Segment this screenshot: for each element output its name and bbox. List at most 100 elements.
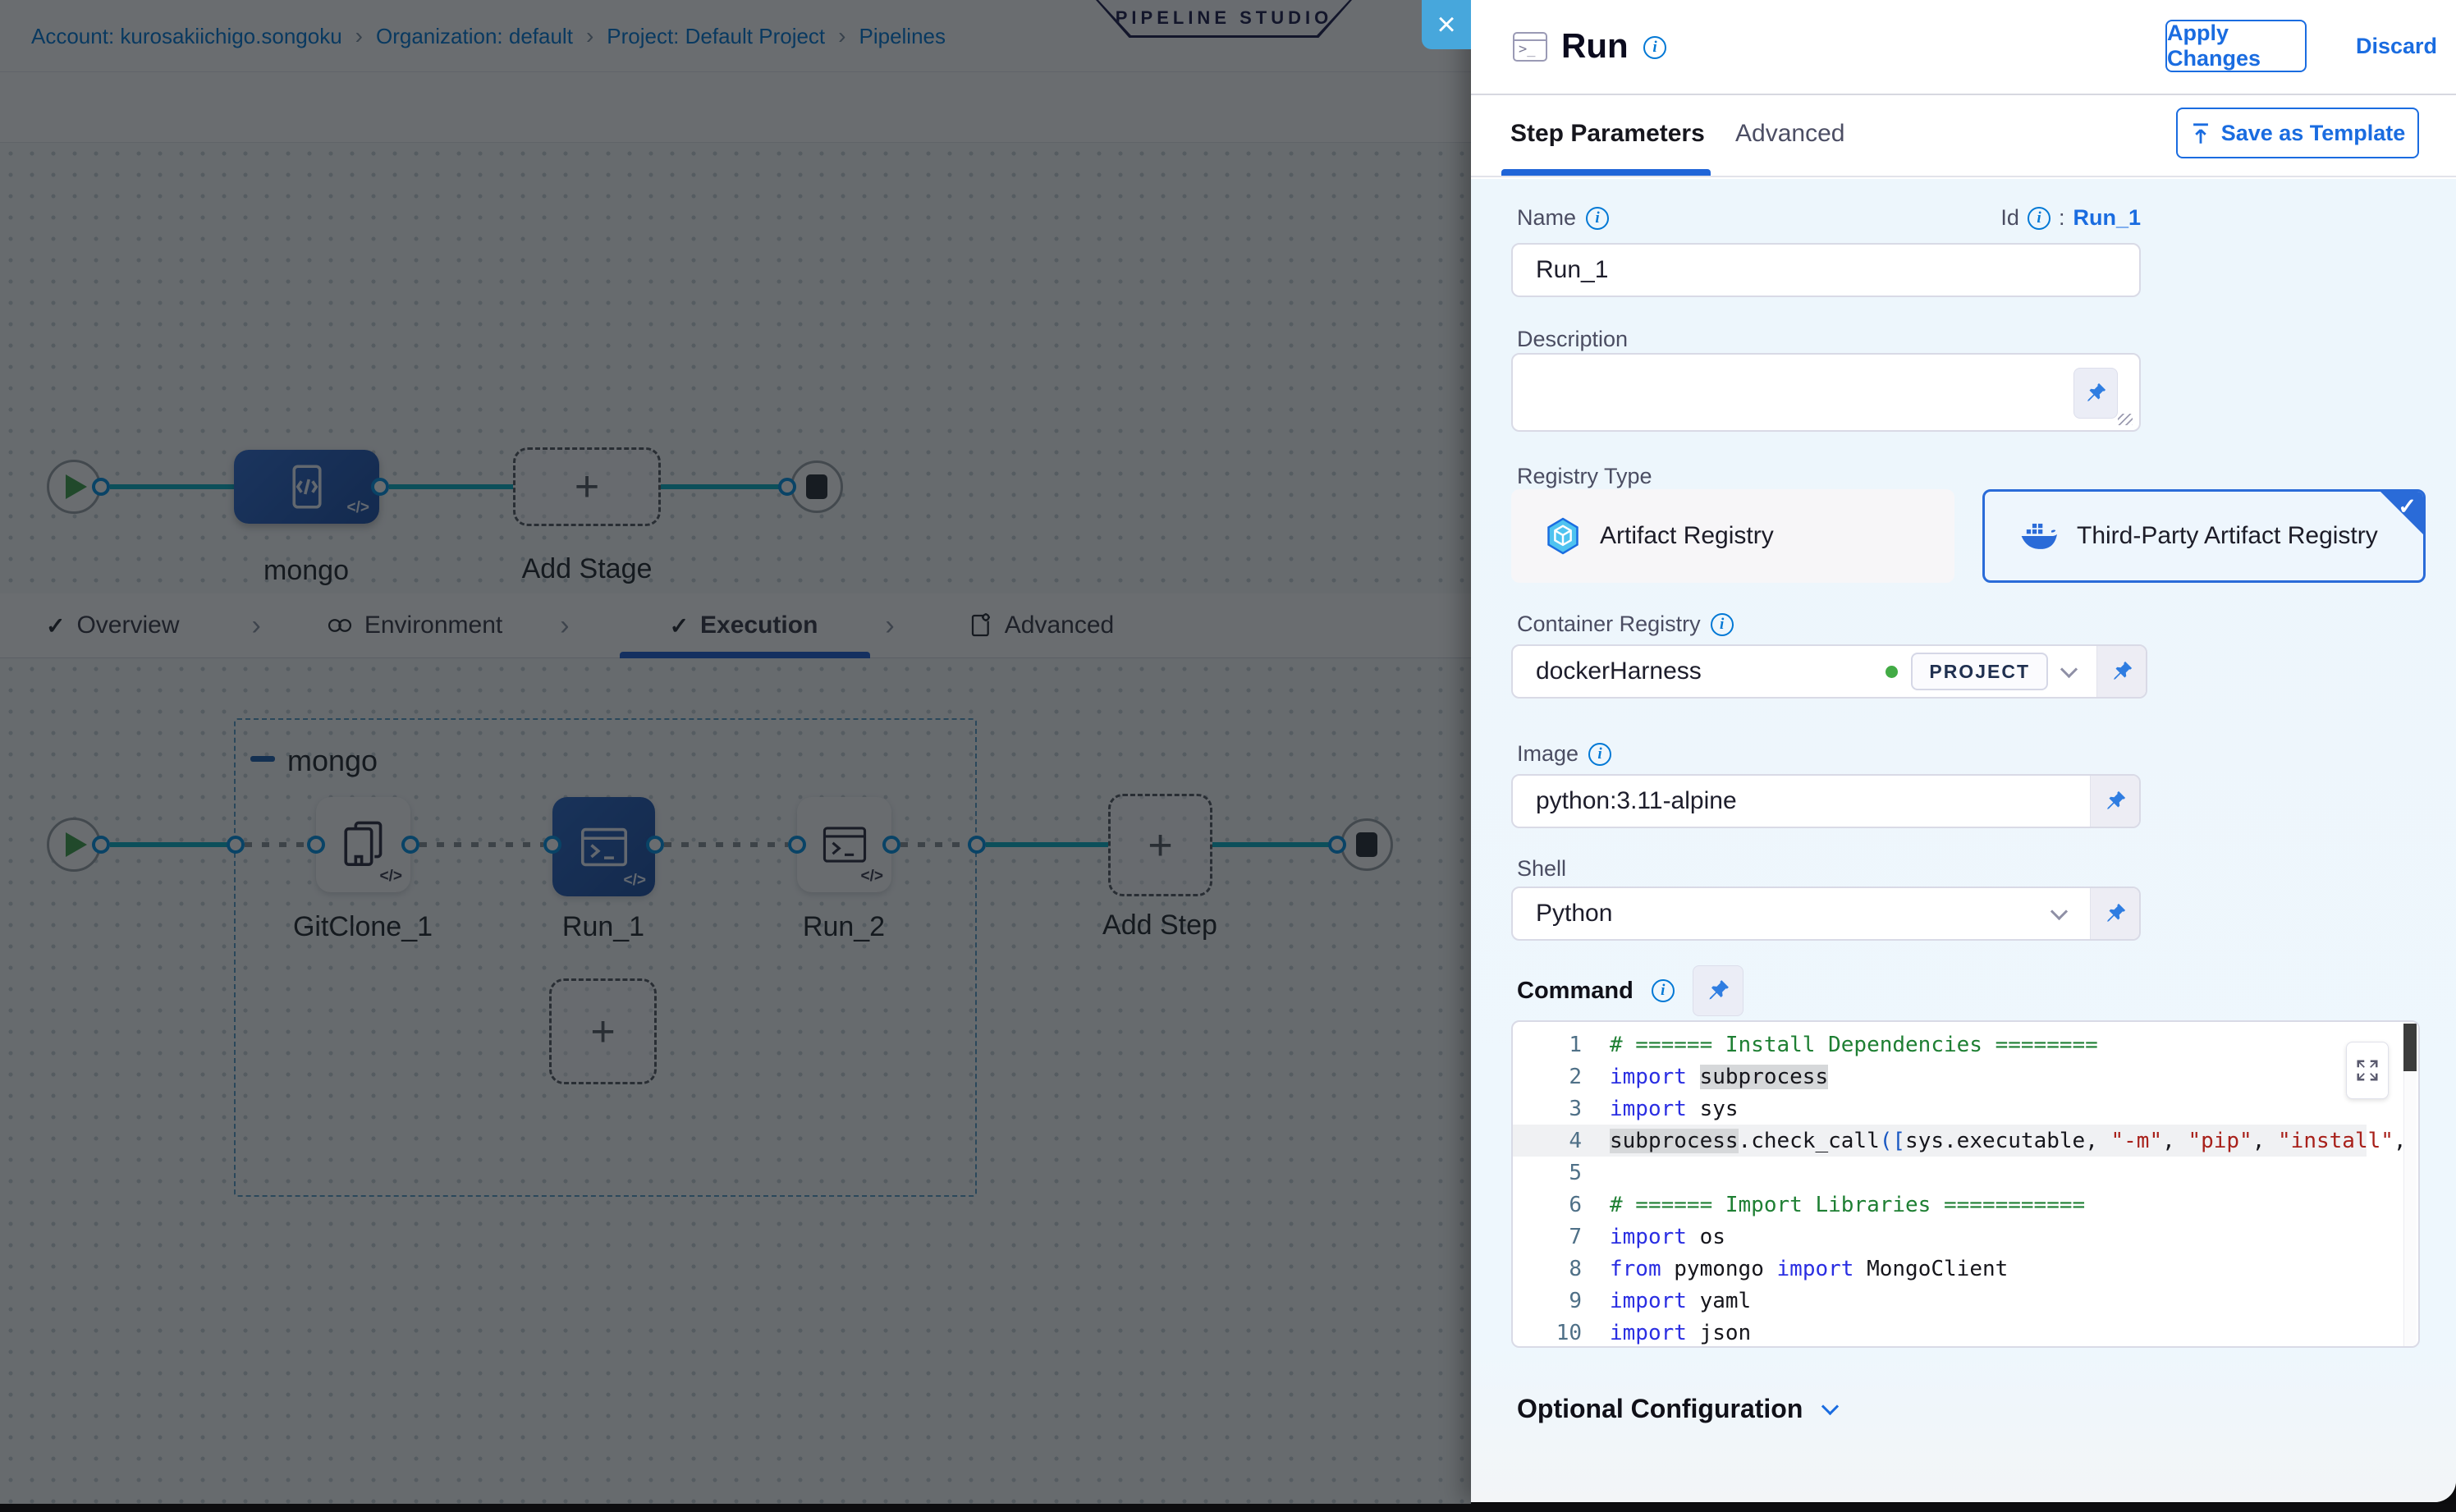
pin-icon — [2110, 659, 2134, 684]
discard-button[interactable]: Discard — [2356, 20, 2437, 72]
artifact-registry-icon — [1546, 517, 1580, 555]
description-label: Description — [1517, 327, 1628, 352]
optional-configuration-toggle[interactable]: Optional Configuration — [1517, 1394, 1836, 1424]
pin-input-type-button[interactable] — [2096, 646, 2146, 697]
step-id-row: Id i : Run_1 — [1471, 205, 2141, 231]
line-number: 6 — [1513, 1193, 1610, 1217]
code-line[interactable]: 7import os — [1513, 1221, 2367, 1253]
command-code[interactable]: 1# ====== Install Dependencies ========2… — [1513, 1029, 2367, 1348]
name-input[interactable]: Run_1 — [1511, 243, 2141, 297]
info-icon[interactable]: i — [1711, 613, 1734, 636]
line-number: 9 — [1513, 1289, 1610, 1313]
line-number: 3 — [1513, 1097, 1610, 1121]
registry-option-label: Artifact Registry — [1600, 522, 1774, 550]
pin-input-type-button[interactable] — [2090, 776, 2139, 827]
code-line[interactable]: 2import subprocess — [1513, 1061, 2367, 1093]
line-number: 10 — [1513, 1321, 1610, 1345]
info-icon[interactable]: i — [2028, 207, 2050, 230]
line-number: 7 — [1513, 1225, 1610, 1249]
command-label-row: Command i — [1517, 965, 1743, 1016]
pin-icon — [2103, 789, 2128, 813]
connectivity-status-dot — [1886, 666, 1898, 678]
id-label: Id — [2000, 205, 2019, 231]
pin-icon — [1705, 978, 1731, 1004]
tab-step-parameters[interactable]: Step Parameters — [1510, 120, 1705, 148]
code-line[interactable]: 10import json — [1513, 1317, 2367, 1348]
registry-option-artifact[interactable]: Artifact Registry — [1511, 489, 1954, 583]
registry-type-label: Registry Type — [1517, 464, 1652, 489]
shell-select[interactable]: Python — [1511, 887, 2141, 941]
expand-icon — [2355, 1058, 2380, 1083]
registry-option-label: Third-Party Artifact Registry — [2077, 522, 2378, 550]
scope-badge: PROJECT — [1911, 653, 2048, 690]
modal-dim-overlay[interactable] — [0, 0, 1471, 1504]
chevron-down-icon[interactable] — [2050, 902, 2068, 919]
save-as-template-label: Save as Template — [2221, 121, 2406, 146]
upload-icon — [2190, 121, 2211, 144]
id-separator: : — [2059, 205, 2065, 231]
command-code-editor[interactable]: 1# ====== Install Dependencies ========2… — [1511, 1020, 2420, 1348]
info-icon[interactable]: i — [1652, 979, 1675, 1002]
drawer-tabs-row: Step Parameters Advanced Save as Templat… — [1471, 95, 2456, 177]
code-line[interactable]: 6# ====== Import Libraries =========== — [1513, 1189, 2367, 1221]
container-registry-label: Container Registry i — [1517, 612, 1734, 637]
image-label-text: Image — [1517, 741, 1579, 767]
drawer-header: >_ Run i Apply Changes Discard — [1471, 0, 2456, 95]
close-icon: × — [1436, 7, 1455, 44]
drawer-form: Name i Id i : Run_1 Run_1 Description — [1471, 179, 2456, 1502]
pin-input-type-button[interactable] — [1693, 965, 1743, 1016]
chevron-down-icon — [1821, 1398, 1839, 1415]
image-input[interactable]: python:3.11-alpine — [1511, 774, 2141, 828]
pin-input-type-button[interactable] — [2073, 368, 2118, 419]
container-registry-label-text: Container Registry — [1517, 612, 1701, 637]
bottom-edge — [0, 1504, 2456, 1512]
chevron-down-icon[interactable] — [2060, 660, 2078, 677]
info-icon[interactable]: i — [1588, 743, 1611, 766]
check-icon: ✓ — [2398, 494, 2417, 520]
container-registry-select[interactable]: dockerHarness PROJECT — [1511, 644, 2147, 699]
close-drawer-button[interactable]: × — [1422, 0, 1471, 49]
editor-scrollbar[interactable] — [2403, 1024, 2417, 1348]
id-value: Run_1 — [2073, 205, 2141, 231]
discard-label: Discard — [2356, 34, 2437, 59]
description-textarea[interactable] — [1511, 353, 2141, 432]
line-number: 5 — [1513, 1161, 1610, 1185]
optional-configuration-label: Optional Configuration — [1517, 1394, 1803, 1424]
description-label-text: Description — [1517, 327, 1628, 352]
code-line[interactable]: 5 — [1513, 1157, 2367, 1189]
line-number: 8 — [1513, 1257, 1610, 1281]
pin-input-type-button[interactable] — [2090, 888, 2139, 939]
registry-type-label-text: Registry Type — [1517, 464, 1652, 489]
active-tab-underline — [1501, 169, 1711, 176]
apply-changes-button[interactable]: Apply Changes — [2165, 20, 2307, 72]
scrollbar-thumb[interactable] — [2403, 1024, 2417, 1071]
name-input-value: Run_1 — [1513, 256, 2139, 284]
tab-advanced-settings[interactable]: Advanced — [1735, 120, 1844, 148]
code-line[interactable]: 4subprocess.check_call([sys.executable, … — [1513, 1125, 2367, 1157]
save-as-template-button[interactable]: Save as Template — [2176, 108, 2419, 158]
apply-changes-label: Apply Changes — [2167, 21, 2305, 71]
shell-label: Shell — [1517, 856, 1566, 882]
image-input-value: python:3.11-alpine — [1513, 787, 2090, 815]
drawer-title: Run — [1561, 26, 1629, 66]
line-number: 1 — [1513, 1033, 1610, 1057]
pin-icon — [2083, 381, 2108, 405]
registry-option-third-party[interactable]: Third-Party Artifact Registry ✓ — [1982, 489, 2426, 583]
expand-editor-button[interactable] — [2346, 1042, 2389, 1099]
docker-icon — [2019, 520, 2057, 552]
line-number: 2 — [1513, 1065, 1610, 1089]
command-label: Command — [1517, 978, 1634, 1005]
code-line[interactable]: 1# ====== Install Dependencies ======== — [1513, 1029, 2367, 1061]
step-config-drawer: >_ Run i Apply Changes Discard Step Para… — [1471, 0, 2456, 1502]
shell-label-text: Shell — [1517, 856, 1566, 882]
code-line[interactable]: 8from pymongo import MongoClient — [1513, 1253, 2367, 1285]
line-number: 4 — [1513, 1129, 1610, 1153]
image-label: Image i — [1517, 741, 1611, 767]
code-line[interactable]: 9import yaml — [1513, 1285, 2367, 1317]
code-line[interactable]: 3import sys — [1513, 1093, 2367, 1125]
pin-icon — [2103, 901, 2128, 926]
resize-handle[interactable] — [2118, 414, 2133, 425]
info-icon[interactable]: i — [1643, 36, 1666, 59]
shell-select-value: Python — [1513, 900, 2053, 928]
